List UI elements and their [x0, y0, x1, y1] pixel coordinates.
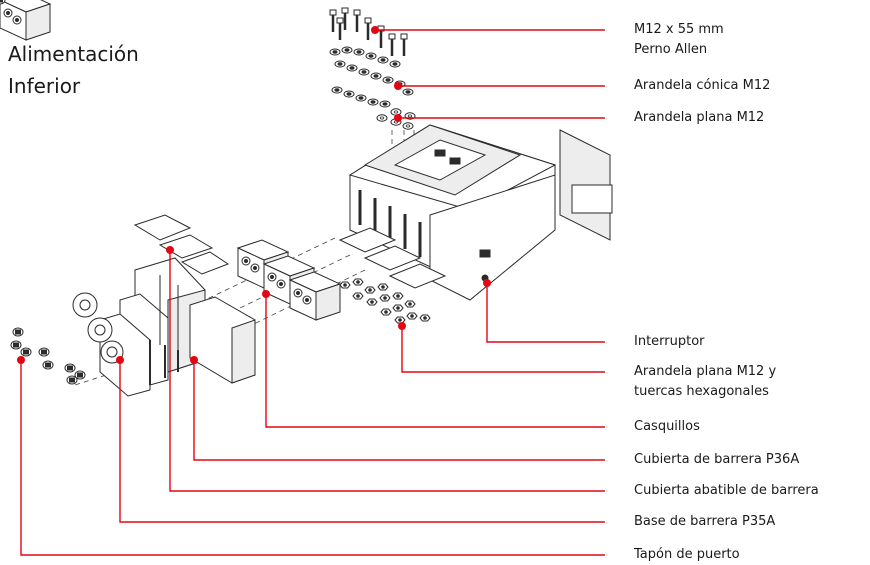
circuit-breaker [338, 124, 613, 301]
label-allen-bolt: M12 x 55 mm Perno Allen [634, 20, 724, 60]
label-conical-washer: Arandela cónica M12 [634, 78, 771, 93]
label-bushings: Casquillos [634, 419, 700, 434]
label-flat-washer-nuts-line-2: tuercas hexagonales [634, 384, 769, 399]
label-barrier-cover: Cubierta de barrera P36A [634, 452, 800, 467]
label-flat-washer-nuts: Arandela plana M12 y tuercas hexagonales [634, 362, 776, 402]
barrier-base-p35a [99, 257, 206, 397]
title-line-1: Alimentación [8, 42, 139, 66]
label-barrier-base: Base de barrera P35A [634, 514, 776, 529]
label-allen-bolt-line-2: Perno Allen [634, 42, 708, 57]
diagram-title: Alimentación Inferior [8, 38, 139, 102]
barrier-cover-p36a [189, 296, 256, 384]
label-allen-bolt-line-1: M12 x 55 mm [634, 22, 724, 37]
title-line-2: Inferior [8, 74, 81, 98]
label-breaker: Interruptor [634, 334, 705, 349]
label-port-plug: Tapón de puerto [634, 547, 740, 562]
leader-lines [17, 26, 605, 556]
label-flat-washer-nuts-line-1: Arandela plana M12 y [634, 364, 777, 379]
bushings [0, 0, 341, 321]
label-hinged-cover: Cubierta abatible de barrera [634, 483, 819, 498]
label-flat-washer: Arandela plana M12 [634, 110, 765, 125]
